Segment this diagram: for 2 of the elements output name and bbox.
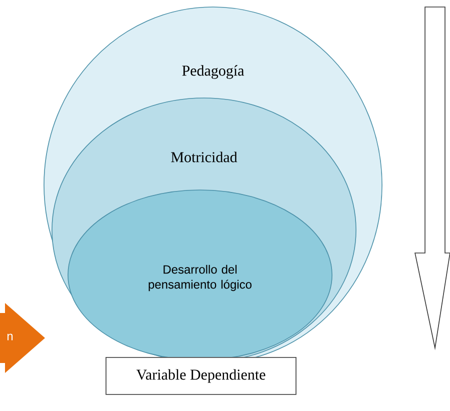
text-box: Variable Dependiente	[106, 357, 296, 395]
arrow-label: n	[7, 334, 13, 340]
